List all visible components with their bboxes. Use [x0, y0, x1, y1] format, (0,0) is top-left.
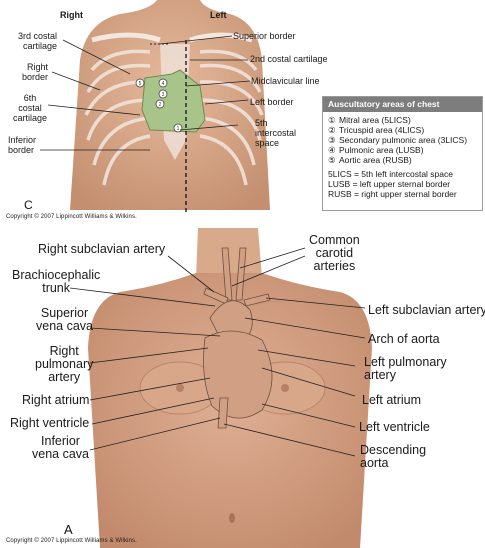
area-marker-3: 3	[162, 92, 165, 98]
legend-note: RUSB = right upper sternal border	[328, 189, 477, 199]
legend-item-number: ①	[328, 115, 339, 125]
label-right-border: Right border	[22, 62, 48, 82]
label-inferior-vena-cava: Inferior vena cava	[32, 435, 89, 461]
label-right-pulmonary-artery: Right pulmonary artery	[35, 345, 93, 384]
label-left-ventricle: Left ventricle	[359, 421, 430, 434]
legend-item-number: ②	[328, 125, 339, 135]
panel-a: Right subclavian artery Common carotid a…	[0, 228, 485, 548]
panel-letter-c: C	[24, 198, 33, 212]
label-right-subclavian-artery: Right subclavian artery	[38, 243, 165, 256]
label-arch-of-aorta: Arch of aorta	[368, 333, 440, 346]
label-third-costal-cartilage: 3rd costal cartilage	[18, 31, 57, 51]
legend-item-text: Mitral area (5LICS)	[339, 115, 411, 125]
area-marker-1: 1	[177, 126, 180, 132]
copyright-c: Copyright © 2007 Lippincott Williams & W…	[6, 214, 137, 220]
label-superior-border: Superior border	[233, 31, 296, 41]
area-marker-4: 4	[162, 81, 165, 87]
legend-note: LUSB = left upper sternal border	[328, 179, 477, 189]
panel-c: 1 2 3 4 5 Right Left 3rd costal cartilag…	[0, 0, 485, 225]
label-left-subclavian-artery: Left subclavian artery	[368, 304, 485, 317]
label-fifth-intercostal-space: 5th intercostal space	[255, 118, 296, 148]
label-inferior-border: Inferior border	[8, 135, 36, 155]
area-marker-2: 2	[159, 102, 162, 108]
label-sixth-costal-cartilage: 6th costal cartilage	[13, 93, 47, 123]
label-midclavicular-line: Midclavicular line	[251, 76, 320, 86]
label-right-atrium: Right atrium	[22, 394, 89, 407]
label-brachiocephalic-trunk: Brachiocephalic trunk	[12, 269, 100, 295]
legend-item-text: Aortic area (RUSB)	[339, 155, 412, 165]
legend-title: Auscultatory areas of chest	[323, 97, 482, 112]
legend-item-number: ④	[328, 145, 339, 155]
panel-letter-a: A	[64, 522, 73, 537]
label-second-costal-cartilage: 2nd costal cartilage	[250, 54, 328, 64]
copyright-a: Copyright © 2007 Lippincott Williams & W…	[6, 538, 137, 544]
legend-item-number: ③	[328, 135, 339, 145]
legend-item-number: ⑤	[328, 155, 339, 165]
label-left-border: Left border	[250, 97, 294, 107]
label-left-atrium: Left atrium	[362, 394, 421, 407]
label-common-carotid-arteries: Common carotid arteries	[309, 234, 360, 273]
legend-note: 5LICS = 5th left intercostal space	[328, 169, 477, 179]
label-descending-aorta: Descending aorta	[360, 444, 426, 470]
legend-item-text: Secondary pulmonic area (3LICS)	[339, 135, 467, 145]
area-marker-5: 5	[139, 81, 142, 87]
legend-item-text: Pulmonic area (LUSB)	[339, 145, 424, 155]
legend-item-text: Tricuspid area (4LICS)	[339, 125, 424, 135]
side-label-right: Right	[60, 10, 83, 20]
side-label-left: Left	[210, 10, 227, 20]
legend-notes: 5LICS = 5th left intercostal space LUSB …	[323, 165, 482, 199]
label-superior-vena-cava: Superior vena cava	[36, 307, 93, 333]
label-right-ventricle: Right ventricle	[10, 417, 89, 430]
label-left-pulmonary-artery: Left pulmonary artery	[364, 356, 447, 382]
